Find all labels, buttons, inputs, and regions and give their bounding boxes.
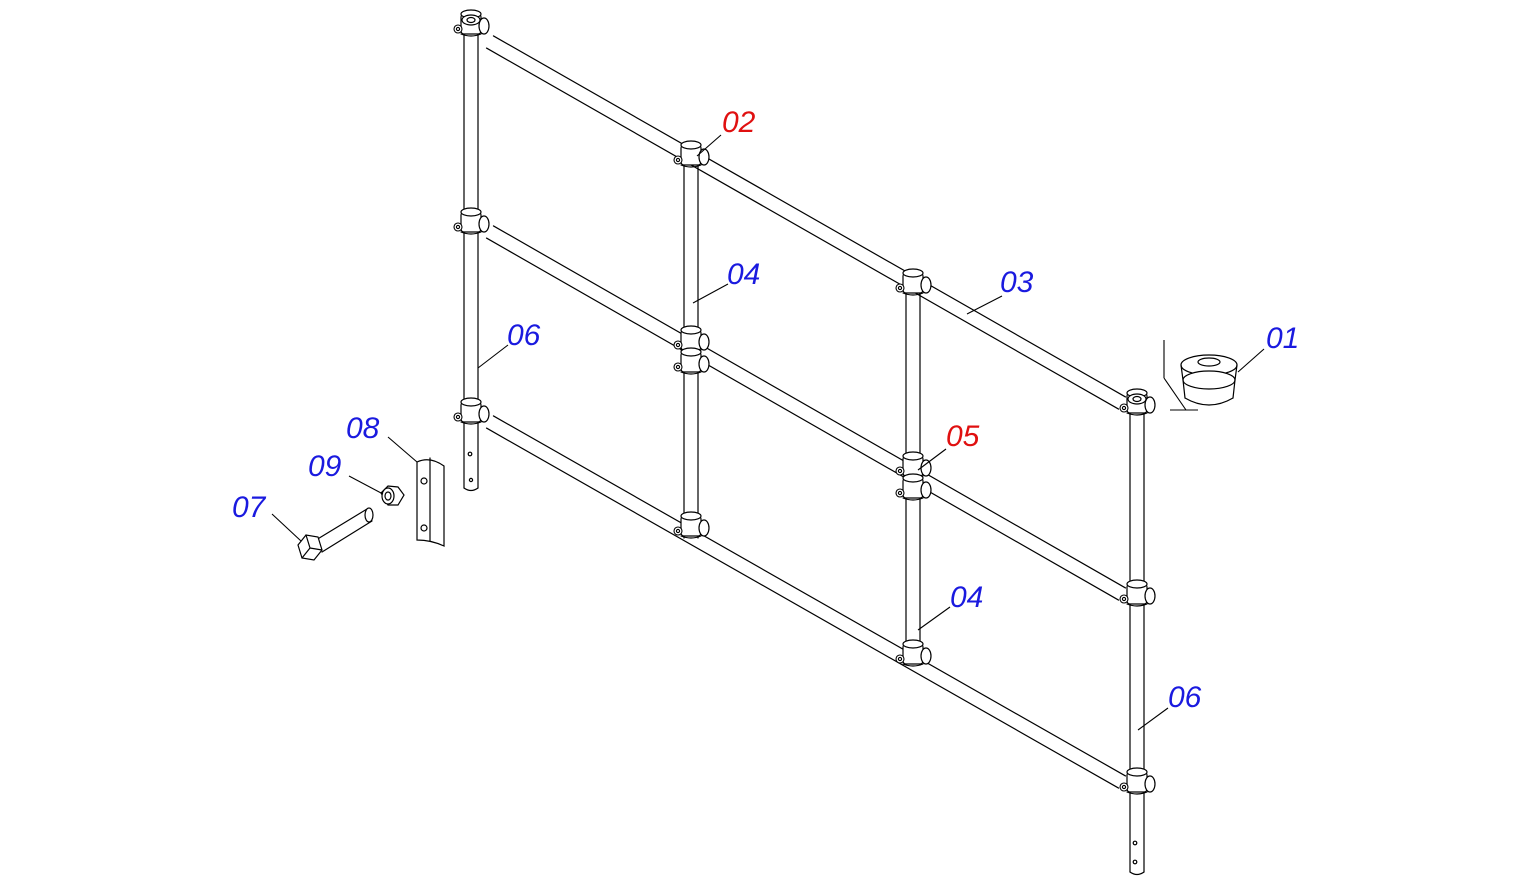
callout-06-left: 06 <box>507 319 541 352</box>
top-rail <box>485 35 1127 410</box>
callout-04-upper: 04 <box>727 258 760 291</box>
hex-bolt-part <box>297 507 374 561</box>
clamp-mid-inner-right-b <box>895 473 932 501</box>
right-post-end <box>1129 871 1145 876</box>
clamp-top-inner-right <box>895 268 932 296</box>
callout-06-right: 06 <box>1168 681 1202 714</box>
clamp-mid-right <box>1119 579 1156 607</box>
callout-labels: 01 02 03 04 05 06 04 06 08 09 07 <box>232 106 1299 714</box>
right-post-hole-upper <box>1132 840 1138 846</box>
right-post-hole <box>1132 859 1138 865</box>
clamp-top-inner-left <box>673 140 710 168</box>
end-cap-part <box>1163 340 1238 411</box>
clamp-fittings <box>453 9 1156 795</box>
middle-rail <box>485 225 1127 601</box>
callout-09: 09 <box>308 450 342 483</box>
callout-05: 05 <box>946 420 980 453</box>
clamp-bottom-inner-left <box>673 511 710 539</box>
bottom-rail <box>485 415 1127 789</box>
callout-leaders <box>271 134 1265 731</box>
callout-03: 03 <box>1000 266 1034 299</box>
right-post <box>1129 409 1145 873</box>
mounting-bracket-part <box>416 457 445 547</box>
clamp-bottom-right <box>1119 767 1156 795</box>
left-post-hole-upper <box>467 451 473 457</box>
callout-08: 08 <box>346 412 380 445</box>
nut-part <box>380 485 405 506</box>
horizontal-rails <box>485 35 1127 789</box>
clamp-mid-inner-left-b <box>673 347 710 375</box>
left-post-hole <box>468 477 474 483</box>
callout-01: 01 <box>1266 322 1299 355</box>
left-post-end <box>463 487 479 492</box>
clamp-mid-left <box>453 207 490 235</box>
left-post-top-cap-inner <box>466 16 476 24</box>
callout-04-lower: 04 <box>950 581 983 614</box>
right-post-top-cap-inner <box>1132 395 1142 403</box>
callout-07: 07 <box>232 491 267 524</box>
callout-02: 02 <box>722 106 756 139</box>
clamp-bottom-left <box>453 397 490 425</box>
clamp-bottom-inner-right <box>895 639 932 667</box>
vertical-posts <box>463 27 1145 876</box>
